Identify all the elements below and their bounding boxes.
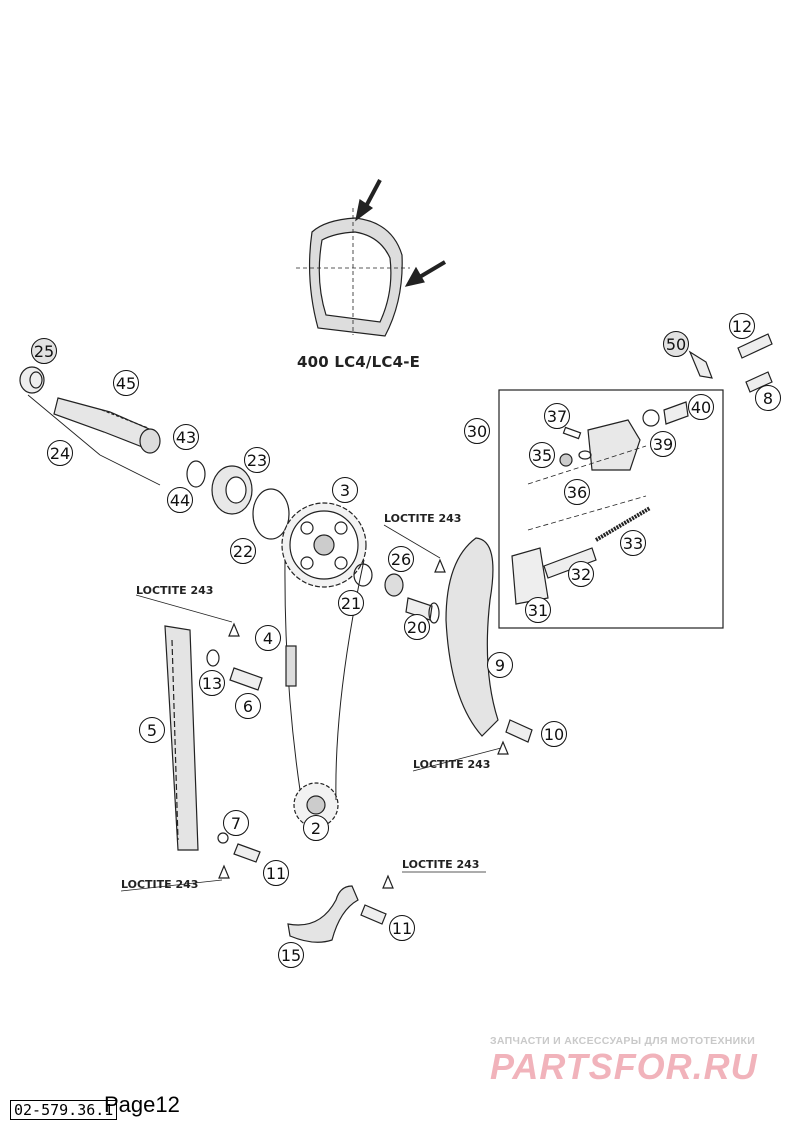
loctite-label: LOCTITE 243 xyxy=(402,858,480,871)
part-callout-21: 21 xyxy=(338,590,364,616)
washer-part xyxy=(217,832,229,844)
part-callout-24: 24 xyxy=(47,440,73,466)
bolt-part xyxy=(745,371,773,393)
part-callout-13: 13 xyxy=(199,670,225,696)
screw-part xyxy=(737,333,773,359)
part-callout-31: 31 xyxy=(525,597,551,623)
part-callout-2: 2 xyxy=(303,815,329,841)
watermark-tagline: ЗАПЧАСТИ И АКСЕССУАРЫ ДЛЯ МОТОТЕХНИКИ xyxy=(490,1035,756,1047)
part-callout-11: 11 xyxy=(389,915,415,941)
tensioner-box xyxy=(498,389,724,629)
part-callout-50: 50 xyxy=(663,331,689,357)
leader-lines xyxy=(120,524,502,892)
sprocket-small-part xyxy=(293,782,339,828)
clamp-part xyxy=(688,350,713,379)
part-callout-20: 20 xyxy=(404,614,430,640)
ring-part xyxy=(186,460,206,488)
part-callout-30: 30 xyxy=(464,418,490,444)
needle-bearing-part xyxy=(19,366,45,394)
bolt-part xyxy=(229,667,263,691)
part-callout-26: 26 xyxy=(388,546,414,572)
part-callout-5: 5 xyxy=(139,717,165,743)
part-callout-6: 6 xyxy=(235,693,261,719)
part-callout-45: 45 xyxy=(113,370,139,396)
loctite-label: LOCTITE 243 xyxy=(121,878,199,891)
part-callout-4: 4 xyxy=(255,625,281,651)
washer-part xyxy=(206,649,220,667)
part-callout-36: 36 xyxy=(564,479,590,505)
part-callout-33: 33 xyxy=(620,530,646,556)
part-callout-39: 39 xyxy=(650,431,676,457)
part-callout-12: 12 xyxy=(729,313,755,339)
screw-part xyxy=(233,843,261,863)
part-callout-37: 37 xyxy=(544,403,570,429)
bolt-part xyxy=(405,597,440,624)
chain-link-part xyxy=(285,645,297,687)
guide-rail-part xyxy=(164,625,199,851)
screw-part xyxy=(360,904,387,925)
part-callout-10: 10 xyxy=(541,721,567,747)
part-callout-7: 7 xyxy=(223,810,249,836)
tensioner-rail-part xyxy=(445,537,499,737)
arrow-icon xyxy=(355,179,382,222)
washer-part xyxy=(353,563,373,587)
sprocket-large-part xyxy=(281,502,367,588)
model-label: 400 LC4/LC4-E xyxy=(297,353,421,371)
seal-part xyxy=(384,573,404,597)
part-callout-22: 22 xyxy=(230,538,256,564)
tensioner-assembly xyxy=(511,401,689,605)
housing-detail xyxy=(296,208,410,337)
arrow-icon xyxy=(404,260,447,287)
page-number: Page12 xyxy=(104,1092,180,1117)
part-callout-9: 9 xyxy=(487,652,513,678)
loctite-label: LOCTITE 243 xyxy=(136,584,214,597)
part-callout-40: 40 xyxy=(688,394,714,420)
ball-bearing-part xyxy=(211,465,253,515)
part-callout-11: 11 xyxy=(263,860,289,886)
loctite-label: LOCTITE 243 xyxy=(384,512,462,525)
part-callout-35: 35 xyxy=(529,442,555,468)
document-code: 02-579.36.1 xyxy=(10,1100,118,1120)
part-callout-43: 43 xyxy=(173,424,199,450)
watermark-brand: PARTSFOR.RU xyxy=(490,1046,758,1087)
part-callout-44: 44 xyxy=(167,487,193,513)
loctite-label: LOCTITE 243 xyxy=(413,758,491,771)
circlip-part xyxy=(252,488,290,540)
camshaft-part xyxy=(27,394,161,486)
part-callout-32: 32 xyxy=(568,561,594,587)
part-callout-3: 3 xyxy=(332,477,358,503)
bracket-part xyxy=(287,885,359,943)
part-callout-25: 25 xyxy=(31,338,57,364)
part-callout-8: 8 xyxy=(755,385,781,411)
part-callout-23: 23 xyxy=(244,447,270,473)
bolt-part xyxy=(505,719,533,743)
part-callout-15: 15 xyxy=(278,942,304,968)
